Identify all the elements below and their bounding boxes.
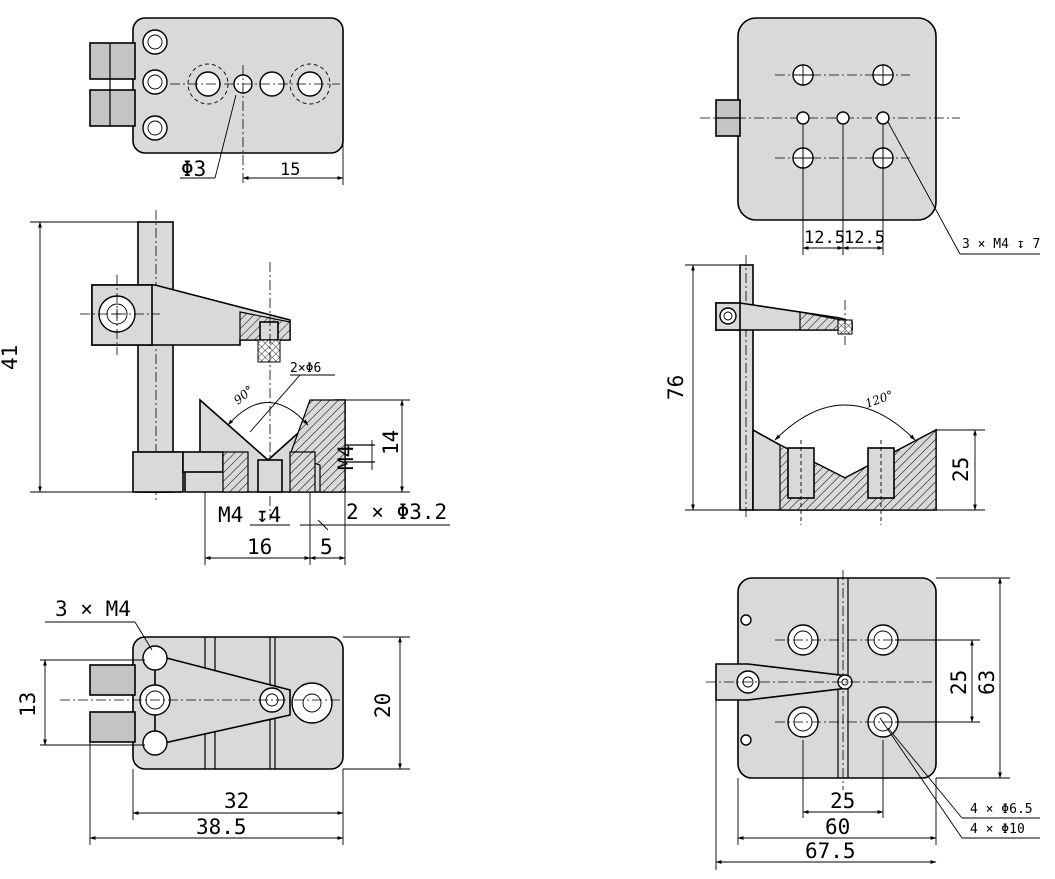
large-bottom-height-label: 63 (975, 670, 999, 695)
large-bottom-pitch-v-label: 25 (947, 670, 971, 695)
small-side-height-label: 41 (0, 345, 22, 370)
small-side-thread-label: M4 (334, 445, 358, 470)
large-side-view (685, 255, 985, 525)
large-side-angle-label: 120° (863, 388, 895, 411)
small-side-tap-label: M4 ↧4 (218, 503, 281, 527)
small-side-span-label: 16 (247, 535, 272, 559)
large-side-height-label: 76 (664, 375, 688, 400)
large-top-pitch-right-label: 12.5 (844, 228, 885, 248)
large-bottom-width-outer-label: 67.5 (805, 839, 856, 863)
small-bottom-width-inner-label: 32 (224, 789, 249, 813)
small-side-holes-label: 2×Φ6 (290, 361, 321, 376)
small-top-view (89, 17, 344, 185)
small-side-pin-label: 2 × Φ3.2 (346, 500, 447, 524)
large-bottom-width-inner-label: 60 (825, 815, 850, 839)
large-top-view (700, 17, 1040, 255)
small-side-view (30, 210, 450, 565)
small-bottom-right-label: 20 (371, 693, 395, 718)
large-bottom-pitch-h-label: 25 (830, 789, 855, 813)
large-side-depth-label: 25 (949, 457, 973, 482)
small-side-depth-label: 14 (379, 430, 403, 455)
small-top-pitch-label: 15 (280, 160, 300, 180)
large-bottom-hole-label: 4 × Φ10 (970, 822, 1025, 837)
large-top-pitch-left-label: 12.5 (804, 228, 845, 248)
large-top-thread-label: 3 × M4 ↧ 7 (962, 237, 1040, 252)
small-side-angle-label: 90° (231, 383, 256, 407)
small-bottom-width-outer-label: 38.5 (196, 815, 247, 839)
small-bottom-view (40, 621, 410, 845)
small-bottom-thread-label: 3 × M4 (55, 597, 131, 621)
small-bottom-left-label: 13 (16, 692, 40, 717)
large-bottom-view (706, 570, 1040, 870)
large-bottom-counterbore-label: 4 × Φ6.5 (970, 802, 1033, 817)
small-top-phi-label: Φ3 (181, 157, 206, 181)
small-side-offset-label: 5 (320, 535, 333, 559)
